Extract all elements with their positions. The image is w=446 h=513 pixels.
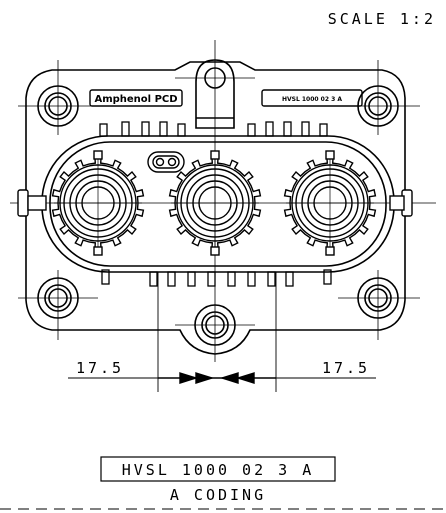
title-box bbox=[100, 456, 336, 482]
port-key-top bbox=[325, 150, 335, 160]
logo-text: Amphenol PCD bbox=[94, 94, 177, 105]
mounting-hole-top-left bbox=[37, 85, 79, 127]
label-plate: HVSL 1000 02 3 A bbox=[261, 89, 363, 107]
dimension-arrows bbox=[158, 372, 276, 384]
title-box-text: HVSL 1000 02 3 A bbox=[122, 461, 315, 479]
dimension-lines bbox=[68, 272, 376, 392]
mounting-hole-bottom-right bbox=[357, 277, 399, 319]
top-rib-teeth bbox=[99, 121, 328, 137]
port-right bbox=[283, 150, 377, 256]
mounting-hole-top-right bbox=[357, 85, 399, 127]
housing-flange bbox=[25, 61, 406, 355]
coding-pocket bbox=[147, 151, 185, 173]
scale-label: SCALE 1:2 bbox=[328, 10, 436, 28]
label-plate-text: HVSL 1000 02 3 A bbox=[282, 96, 342, 103]
port-key-bottom bbox=[325, 246, 335, 256]
port-key-top bbox=[210, 150, 220, 160]
port-center bbox=[168, 150, 262, 256]
port-key-top bbox=[93, 150, 103, 160]
mounting-holes bbox=[37, 85, 399, 346]
mounting-hole-bottom-center bbox=[194, 304, 236, 346]
dimension-left: 17.5 bbox=[76, 359, 124, 377]
dimension-right: 17.5 bbox=[322, 359, 370, 377]
side-latch-left bbox=[17, 189, 47, 217]
side-latch-right bbox=[389, 189, 413, 217]
connector-ports bbox=[51, 150, 377, 256]
port-key-bottom bbox=[93, 246, 103, 256]
centerlines bbox=[10, 40, 436, 362]
logo-plate: Amphenol PCD bbox=[89, 89, 183, 107]
port-key-bottom bbox=[210, 246, 220, 256]
port-left bbox=[51, 150, 145, 256]
mounting-hole-bottom-left bbox=[37, 277, 79, 319]
top-mounting-lug bbox=[195, 59, 235, 129]
coding-text: A CODING bbox=[170, 486, 266, 504]
